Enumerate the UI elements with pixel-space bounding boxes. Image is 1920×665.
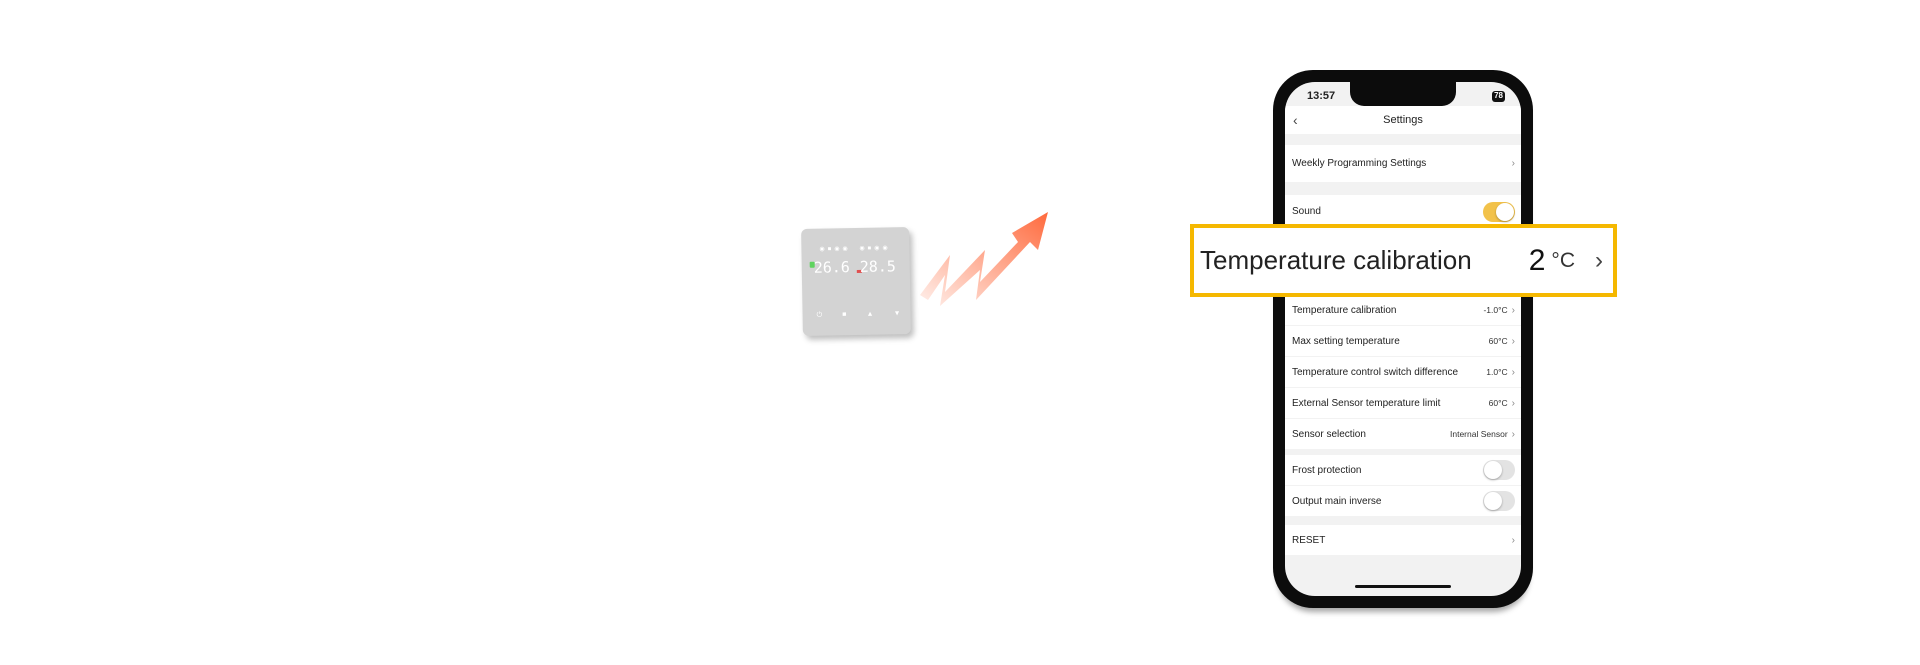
chevron-right-icon: › (1511, 158, 1515, 169)
smartphone: ‹ Settings 13:57 78 Weekly Programming S… (1273, 70, 1533, 608)
row-label: External Sensor temperature limit (1292, 397, 1441, 409)
power-icon: ⏻ (816, 311, 823, 319)
notch (1350, 82, 1456, 106)
thermostat-device: ◉■◉◉ ◉■◉◉ 26.6 28.5 ⏻ ■ ▲ ▼ (801, 227, 911, 336)
row-label: Output main inverse (1292, 495, 1382, 507)
chevron-right-icon: › (1511, 335, 1515, 347)
thermostat-status-icons: ◉■◉◉ (859, 245, 891, 252)
mode-icon: ■ (842, 311, 847, 319)
output-main-inverse-row: Output main inverse (1285, 486, 1521, 517)
max-setting-temperature-row[interactable]: Max setting temperature 60°C› (1285, 326, 1521, 357)
row-value: -1.0°C (1483, 304, 1508, 315)
thermostat-display-left: 26.6 (813, 258, 851, 277)
frost-protection-row: Frost protection (1285, 455, 1521, 486)
row-value: Internal Sensor (1450, 428, 1508, 439)
row-value: 1.0°C (1486, 366, 1508, 377)
up-icon: ▲ (866, 310, 874, 318)
row-label: Max setting temperature (1292, 335, 1400, 347)
output-inverse-toggle[interactable] (1483, 491, 1515, 511)
phone-screen: ‹ Settings 13:57 78 Weekly Programming S… (1285, 82, 1521, 596)
callout-value: 2 (1528, 243, 1546, 277)
row-label: Temperature calibration (1292, 304, 1397, 316)
chevron-right-icon: › (1511, 366, 1515, 378)
battery-icon: 78 (1492, 91, 1505, 102)
sound-toggle[interactable] (1483, 201, 1515, 222)
row-label: Weekly Programming Settings (1292, 158, 1427, 169)
signal-arrow-icon (920, 212, 1048, 306)
thermostat-display-right: 28.5 (859, 257, 897, 276)
temperature-calibration-row[interactable]: Temperature calibration -1.0°C› (1285, 295, 1521, 326)
sensor-selection-row[interactable]: Sensor selection Internal Sensor› (1285, 419, 1521, 450)
row-label: Temperature control switch difference (1292, 366, 1459, 378)
temperature-calibration-callout: Temperature calibration 2 °C › (1190, 224, 1617, 297)
down-icon: ▼ (893, 310, 901, 318)
row-value: 60°C (1488, 397, 1508, 408)
chevron-right-icon: › (1595, 246, 1603, 274)
page-title: Settings (1383, 114, 1423, 126)
frost-protection-toggle[interactable] (1483, 460, 1515, 480)
status-bar: 13:57 78 (1307, 90, 1505, 102)
switch-difference-row[interactable]: Temperature control switch difference 1.… (1285, 357, 1521, 388)
row-label: Sensor selection (1292, 428, 1366, 440)
nav-bar: ‹ Settings (1285, 106, 1521, 134)
reset-row[interactable]: RESET › (1285, 525, 1521, 556)
thermostat-status-icons: ◉■◉◉ (819, 246, 851, 253)
back-button[interactable]: ‹ (1293, 112, 1298, 128)
row-label: Frost protection (1292, 464, 1362, 476)
chevron-right-icon: › (1511, 534, 1515, 546)
callout-unit: °C (1551, 248, 1575, 272)
chevron-right-icon: › (1511, 304, 1515, 316)
row-label: RESET (1292, 534, 1326, 546)
weekly-programming-row[interactable]: Weekly Programming Settings › (1285, 145, 1521, 183)
status-time: 13:57 (1307, 90, 1336, 102)
chevron-right-icon: › (1511, 397, 1515, 409)
row-value: 60°C (1488, 335, 1508, 346)
chevron-right-icon: › (1511, 428, 1515, 440)
external-sensor-limit-row[interactable]: External Sensor temperature limit 60°C› (1285, 388, 1521, 419)
callout-label: Temperature calibration (1200, 245, 1472, 275)
home-indicator (1355, 585, 1451, 588)
row-label: Sound (1292, 206, 1321, 217)
